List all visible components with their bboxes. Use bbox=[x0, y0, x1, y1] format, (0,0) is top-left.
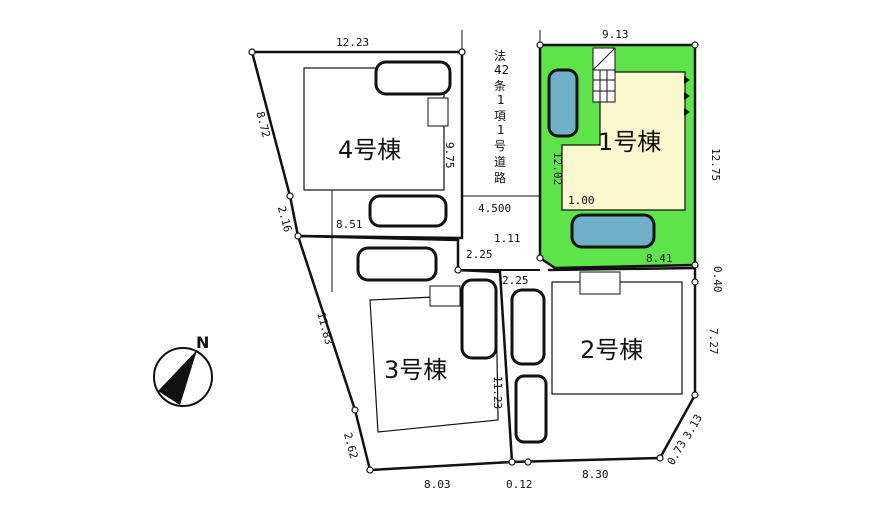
dim: 8.72 bbox=[253, 110, 272, 139]
dim: 0.40 bbox=[711, 266, 724, 293]
svg-text:号: 号 bbox=[494, 139, 506, 153]
road-label: 法 42 条 1 項 1 号 道 路 bbox=[494, 49, 509, 185]
svg-text:42: 42 bbox=[494, 63, 509, 77]
svg-text:路: 路 bbox=[494, 170, 506, 185]
dim: 8.51 bbox=[336, 218, 363, 231]
car-icon bbox=[356, 246, 438, 282]
lot1-building bbox=[561, 71, 686, 211]
lot4-building bbox=[303, 67, 445, 191]
dim: 8.41 bbox=[646, 252, 673, 265]
dim: 11.23 bbox=[491, 376, 504, 409]
dim: 11.83 bbox=[314, 311, 335, 346]
dim: 12.75 bbox=[709, 148, 722, 181]
car-icon bbox=[368, 194, 448, 228]
dim: 12.23 bbox=[336, 36, 369, 49]
dim: 4.500 bbox=[478, 202, 511, 215]
svg-text:法: 法 bbox=[494, 49, 506, 63]
svg-text:1: 1 bbox=[497, 123, 505, 137]
north-arrow-icon: N bbox=[153, 333, 213, 407]
lot2-label: 2号棟 bbox=[580, 336, 643, 364]
car-icon bbox=[510, 288, 546, 366]
car-icon bbox=[460, 278, 498, 360]
dim: 2.25 bbox=[466, 248, 493, 261]
dim: 7.27 bbox=[707, 328, 720, 355]
lot3-label: 3号棟 bbox=[384, 356, 447, 384]
lot1-steps bbox=[592, 69, 616, 103]
svg-text:1: 1 bbox=[497, 93, 505, 107]
dim: 1.11 bbox=[494, 232, 521, 245]
dim: 12.02 bbox=[551, 152, 564, 185]
car-icon bbox=[374, 60, 452, 96]
dim: 2.25 bbox=[502, 274, 529, 287]
dim: 9.75 bbox=[443, 142, 456, 169]
dim: 0.12 bbox=[506, 478, 533, 491]
dim: 1.00 bbox=[568, 194, 595, 207]
svg-text:N: N bbox=[196, 333, 209, 352]
dim: 8.30 bbox=[582, 468, 609, 481]
west-boundary bbox=[250, 51, 372, 471]
svg-text:条: 条 bbox=[494, 79, 506, 93]
dim: 2.62 bbox=[341, 431, 360, 460]
lot1-label: 1号棟 bbox=[598, 128, 661, 156]
dim: 9.13 bbox=[602, 28, 629, 41]
car-icon bbox=[514, 374, 548, 444]
svg-text:項: 項 bbox=[494, 109, 506, 123]
car-icon bbox=[547, 68, 579, 138]
svg-text:道: 道 bbox=[494, 155, 506, 169]
lot4-label: 4号棟 bbox=[338, 136, 401, 164]
dim: 8.03 bbox=[424, 478, 451, 491]
car-icon bbox=[570, 213, 656, 249]
